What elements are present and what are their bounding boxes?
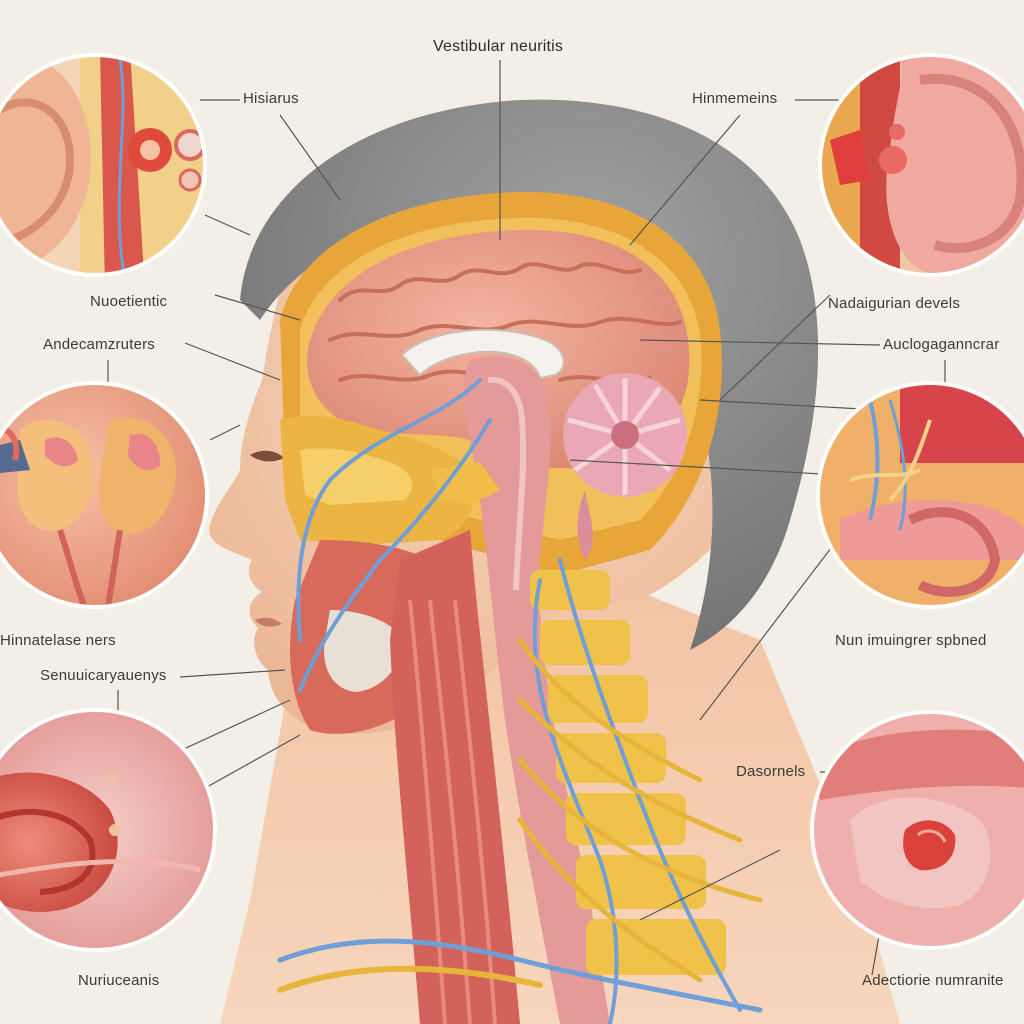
label-bottom-left: Nuriuceanis [78,972,160,989]
cerebellum [563,373,687,560]
label-left-upper: Nuoetientic [90,293,168,310]
label-left-lower: Senuuicaryauenys [40,667,167,684]
label-right-lower: Dasornels [736,763,806,780]
gland-closeup-icon [0,381,209,609]
diagram-title: Vestibular neuritis [433,38,564,55]
label-left-second: Andecamzruters [43,336,156,353]
tissue-closeup-icon [0,708,217,952]
label-top-right: Hinmemeins [692,90,778,107]
label-top-left: Hisiarus [243,90,299,107]
lesion-closeup-icon [810,710,1024,950]
hair [240,99,819,651]
label-bottom-right: Adectiorie numranite [862,972,1004,989]
brainstem [464,356,610,1024]
corpus-callosum [400,328,565,380]
nerve-closeup-icon [816,381,1024,609]
label-right-middle: Nun imuingrer spbned [835,632,987,649]
label-left-middle: Hinnatelase ners [0,632,116,649]
label-right-second: Auclogaganncrar [883,336,1000,353]
label-right-upper: Nadaigurian devels [828,295,961,312]
nerves [277,378,763,1024]
neck-muscles [390,530,520,1024]
